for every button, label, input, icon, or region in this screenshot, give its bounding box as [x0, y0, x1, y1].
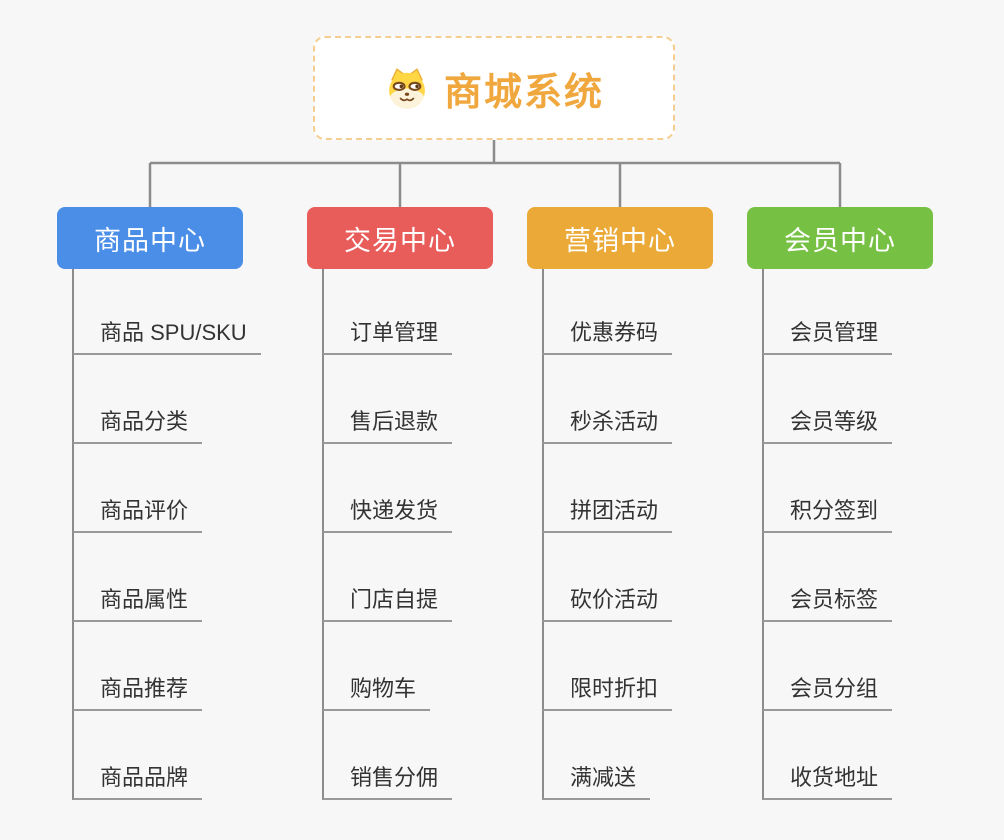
child-item-marketing-center-3[interactable]: 砍价活动	[543, 587, 673, 622]
child-item-trade-center-1[interactable]: 售后退款	[323, 409, 453, 444]
child-item-marketing-center-2[interactable]: 拼团活动	[543, 498, 673, 533]
doge-icon	[384, 67, 430, 110]
branch-label: 会员中心	[784, 225, 896, 256]
child-item-trade-center-3[interactable]: 门店自提	[323, 587, 453, 622]
child-item-member-center-4[interactable]: 会员分组	[763, 676, 893, 711]
root-node[interactable]: 商城系统	[313, 36, 675, 140]
child-item-marketing-center-0[interactable]: 优惠券码	[543, 320, 673, 355]
child-item-member-center-3[interactable]: 会员标签	[763, 587, 893, 622]
child-item-product-center-3[interactable]: 商品属性	[73, 587, 203, 622]
child-item-trade-center-5[interactable]: 销售分佣	[323, 765, 453, 800]
branch-box-member-center[interactable]: 会员中心	[747, 207, 933, 269]
child-item-product-center-1[interactable]: 商品分类	[73, 409, 203, 444]
child-item-member-center-5[interactable]: 收货地址	[763, 765, 893, 800]
branch-box-trade-center[interactable]: 交易中心	[307, 207, 493, 269]
root-title: 商城系统	[443, 71, 604, 114]
branch-box-marketing-center[interactable]: 营销中心	[527, 207, 713, 269]
child-item-product-center-5[interactable]: 商品品牌	[73, 765, 203, 800]
child-item-member-center-1[interactable]: 会员等级	[763, 409, 893, 444]
child-item-trade-center-2[interactable]: 快递发货	[323, 498, 453, 533]
child-item-trade-center-4[interactable]: 购物车	[323, 676, 431, 711]
child-item-marketing-center-4[interactable]: 限时折扣	[543, 676, 673, 711]
child-item-marketing-center-1[interactable]: 秒杀活动	[543, 409, 673, 444]
child-item-trade-center-0[interactable]: 订单管理	[323, 320, 453, 355]
branch-box-product-center[interactable]: 商品中心	[57, 207, 243, 269]
child-item-product-center-4[interactable]: 商品推荐	[73, 676, 203, 711]
branch-label: 营销中心	[564, 225, 676, 256]
branch-label: 交易中心	[344, 225, 456, 256]
child-item-product-center-2[interactable]: 商品评价	[73, 498, 203, 533]
child-item-member-center-0[interactable]: 会员管理	[763, 320, 893, 355]
branch-label: 商品中心	[94, 225, 206, 256]
child-item-member-center-2[interactable]: 积分签到	[763, 498, 893, 533]
child-item-marketing-center-5[interactable]: 满减送	[543, 765, 651, 800]
child-item-product-center-0[interactable]: 商品 SPU/SKU	[73, 320, 261, 355]
